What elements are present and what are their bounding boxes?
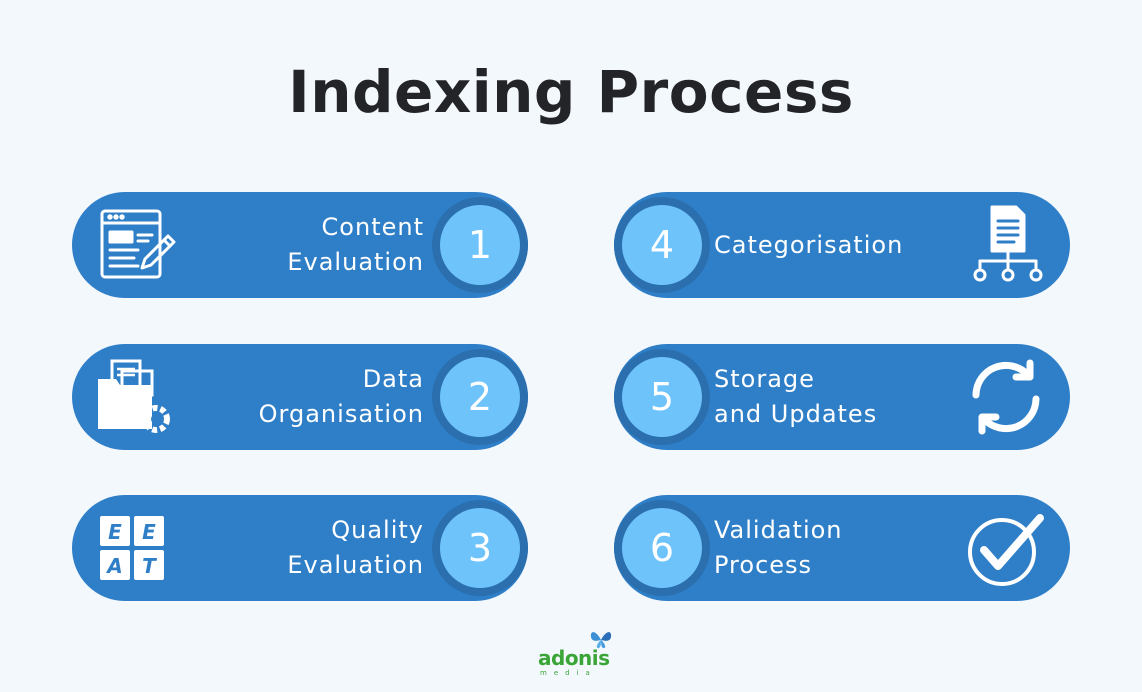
step-1-number: 1 (440, 205, 520, 285)
step-6-line2: Process (714, 551, 813, 579)
eeat-letter-1: E (108, 520, 122, 544)
document-tree-icon (966, 205, 1046, 285)
refresh-icon (966, 357, 1046, 437)
logo-wordmark: adonis (538, 646, 610, 670)
step-6-card: 6 Validation Process (614, 495, 1070, 601)
step-5-label: Storage and Updates (714, 344, 877, 450)
step-4-label: Categorisation (714, 192, 903, 298)
browser-edit-icon (98, 205, 178, 285)
step-3-label: Quality Evaluation (287, 495, 424, 601)
step-5-line2: and Updates (714, 400, 878, 428)
step-6-line1: Validation (714, 516, 843, 544)
eeat-grid-icon: E E A T (98, 508, 178, 588)
step-5-line1: Storage (714, 365, 815, 393)
step-3-card: E E A T Quality Evaluation 3 (72, 495, 528, 601)
eeat-letter-3: A (105, 554, 122, 578)
folder-gear-icon (98, 357, 178, 437)
step-5-number: 5 (622, 357, 702, 437)
step-1-line1: Content (321, 213, 424, 241)
step-4-number: 4 (622, 205, 702, 285)
step-3-line1: Quality (331, 516, 424, 544)
step-3-badge: 3 (432, 500, 528, 596)
step-5-badge: 5 (614, 349, 710, 445)
step-4-line1: Categorisation (714, 230, 904, 259)
step-3-number: 3 (440, 508, 520, 588)
step-2-number: 2 (440, 357, 520, 437)
step-1-card: Content Evaluation 1 (72, 192, 528, 298)
step-2-line1: Data (362, 365, 424, 393)
butterfly-icon (590, 632, 612, 649)
page-title: Indexing Process (288, 58, 854, 126)
step-6-number: 6 (622, 508, 702, 588)
step-3-line2: Evaluation (287, 551, 424, 579)
step-2-card: Data Organisation 2 (72, 344, 528, 450)
eeat-letter-2: E (142, 520, 156, 544)
step-2-label: Data Organisation (259, 344, 424, 450)
step-5-card: 5 Storage and Updates (614, 344, 1070, 450)
step-1-label: Content Evaluation (287, 192, 424, 298)
step-1-line2: Evaluation (287, 248, 424, 276)
checkmark-circle-icon (966, 508, 1046, 588)
step-6-badge: 6 (614, 500, 710, 596)
step-1-badge: 1 (432, 197, 528, 293)
step-6-label: Validation Process (714, 495, 843, 601)
adonis-media-logo: adonis media (530, 628, 620, 680)
step-2-line2: Organisation (258, 400, 424, 428)
logo-subtext: media (540, 669, 597, 677)
step-4-badge: 4 (614, 197, 710, 293)
step-2-badge: 2 (432, 349, 528, 445)
step-4-card: 4 Categorisation (614, 192, 1070, 298)
eeat-letter-4: T (142, 554, 157, 578)
